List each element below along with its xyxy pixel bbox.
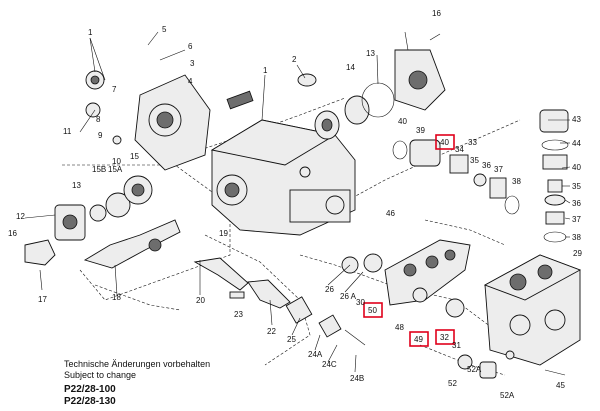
rear-cover xyxy=(134,74,211,171)
leader-lines xyxy=(24,31,571,373)
label-24c: 24C xyxy=(322,360,337,369)
label-38: 38 xyxy=(512,177,521,186)
label-35b: 35 xyxy=(572,182,581,191)
label-39: 39 xyxy=(416,126,425,135)
plugs xyxy=(457,350,566,379)
label-15b: 15B xyxy=(92,165,106,174)
highlight-32 xyxy=(435,329,455,345)
label-40-highlighted: 40 xyxy=(440,138,449,147)
crankcase-housing xyxy=(210,90,356,236)
label-9: 9 xyxy=(98,131,103,140)
label-32-highlighted: 32 xyxy=(440,333,449,342)
label-29: 29 xyxy=(573,249,582,258)
label-25: 25 xyxy=(287,335,296,344)
label-40: 40 xyxy=(398,117,407,126)
highlight-49 xyxy=(409,331,429,347)
label-37b: 37 xyxy=(572,215,581,224)
label-34: 34 xyxy=(455,145,464,154)
label-22: 22 xyxy=(267,327,276,336)
label-5: 5 xyxy=(162,25,167,34)
label-8: 8 xyxy=(96,115,101,124)
label-1b: 1 xyxy=(263,66,268,75)
label-38b: 38 xyxy=(572,233,581,242)
label-40b: 40 xyxy=(572,163,581,172)
label-6: 6 xyxy=(188,42,193,51)
notice-english: Subject to change xyxy=(64,370,137,380)
label-24a: 24A xyxy=(308,350,323,359)
conrods xyxy=(193,257,366,346)
model-number-2: P22/28-130 xyxy=(64,396,116,407)
label-30: 30 xyxy=(356,298,365,307)
label-52: 52 xyxy=(448,379,457,388)
label-33: 33 xyxy=(468,138,477,147)
label-3: 3 xyxy=(190,59,195,68)
valve-stack xyxy=(392,109,569,243)
label-15: 15 xyxy=(130,152,139,161)
label-46: 46 xyxy=(386,209,395,218)
label-18: 18 xyxy=(112,293,121,302)
part-labels: 1 1 2 3 4 5 6 7 8 9 10 11 12 13 13 14 15… xyxy=(8,9,582,400)
label-37: 37 xyxy=(494,165,503,174)
label-50-highlighted: 50 xyxy=(368,306,377,315)
label-13b: 13 xyxy=(366,49,375,58)
label-15a: 15A xyxy=(108,165,123,174)
label-16: 16 xyxy=(8,229,17,238)
label-24b: 24B xyxy=(350,374,364,383)
label-36: 36 xyxy=(482,161,491,170)
highlight-50 xyxy=(363,302,383,318)
label-17: 17 xyxy=(38,295,47,304)
label-11: 11 xyxy=(63,127,72,136)
label-7: 7 xyxy=(112,85,117,94)
label-48: 48 xyxy=(395,323,404,332)
label-35: 35 xyxy=(470,156,479,165)
notice-german: Technische Änderungen vorbehalten xyxy=(64,359,211,369)
label-49-highlighted: 49 xyxy=(414,335,423,344)
label-2: 2 xyxy=(292,55,297,64)
pump-head xyxy=(483,254,582,366)
manifold-plate xyxy=(341,239,471,318)
label-44: 44 xyxy=(572,139,581,148)
highlight-40 xyxy=(435,134,455,150)
label-45: 45 xyxy=(556,381,565,390)
label-19: 19 xyxy=(219,229,228,238)
label-13: 13 xyxy=(72,181,81,190)
label-1: 1 xyxy=(88,28,93,37)
assembly-guides xyxy=(62,97,521,376)
label-52a: 52A xyxy=(467,365,482,374)
label-4: 4 xyxy=(188,77,193,86)
label-16b: 16 xyxy=(432,9,441,18)
label-26: 26 xyxy=(325,285,334,294)
model-number-1: P22/28-100 xyxy=(64,384,116,395)
left-parts xyxy=(24,70,181,269)
label-26a: 26 A xyxy=(340,292,357,301)
top-bearings xyxy=(297,33,446,140)
label-43: 43 xyxy=(572,115,581,124)
label-31: 31 xyxy=(452,341,461,350)
label-10: 10 xyxy=(112,157,121,166)
label-12: 12 xyxy=(16,212,25,221)
label-14: 14 xyxy=(346,63,355,72)
label-36b: 36 xyxy=(572,199,581,208)
highlight-boxes xyxy=(363,134,455,347)
label-20: 20 xyxy=(196,296,205,305)
label-23: 23 xyxy=(234,310,243,319)
label-52ab: 52A xyxy=(500,391,515,400)
